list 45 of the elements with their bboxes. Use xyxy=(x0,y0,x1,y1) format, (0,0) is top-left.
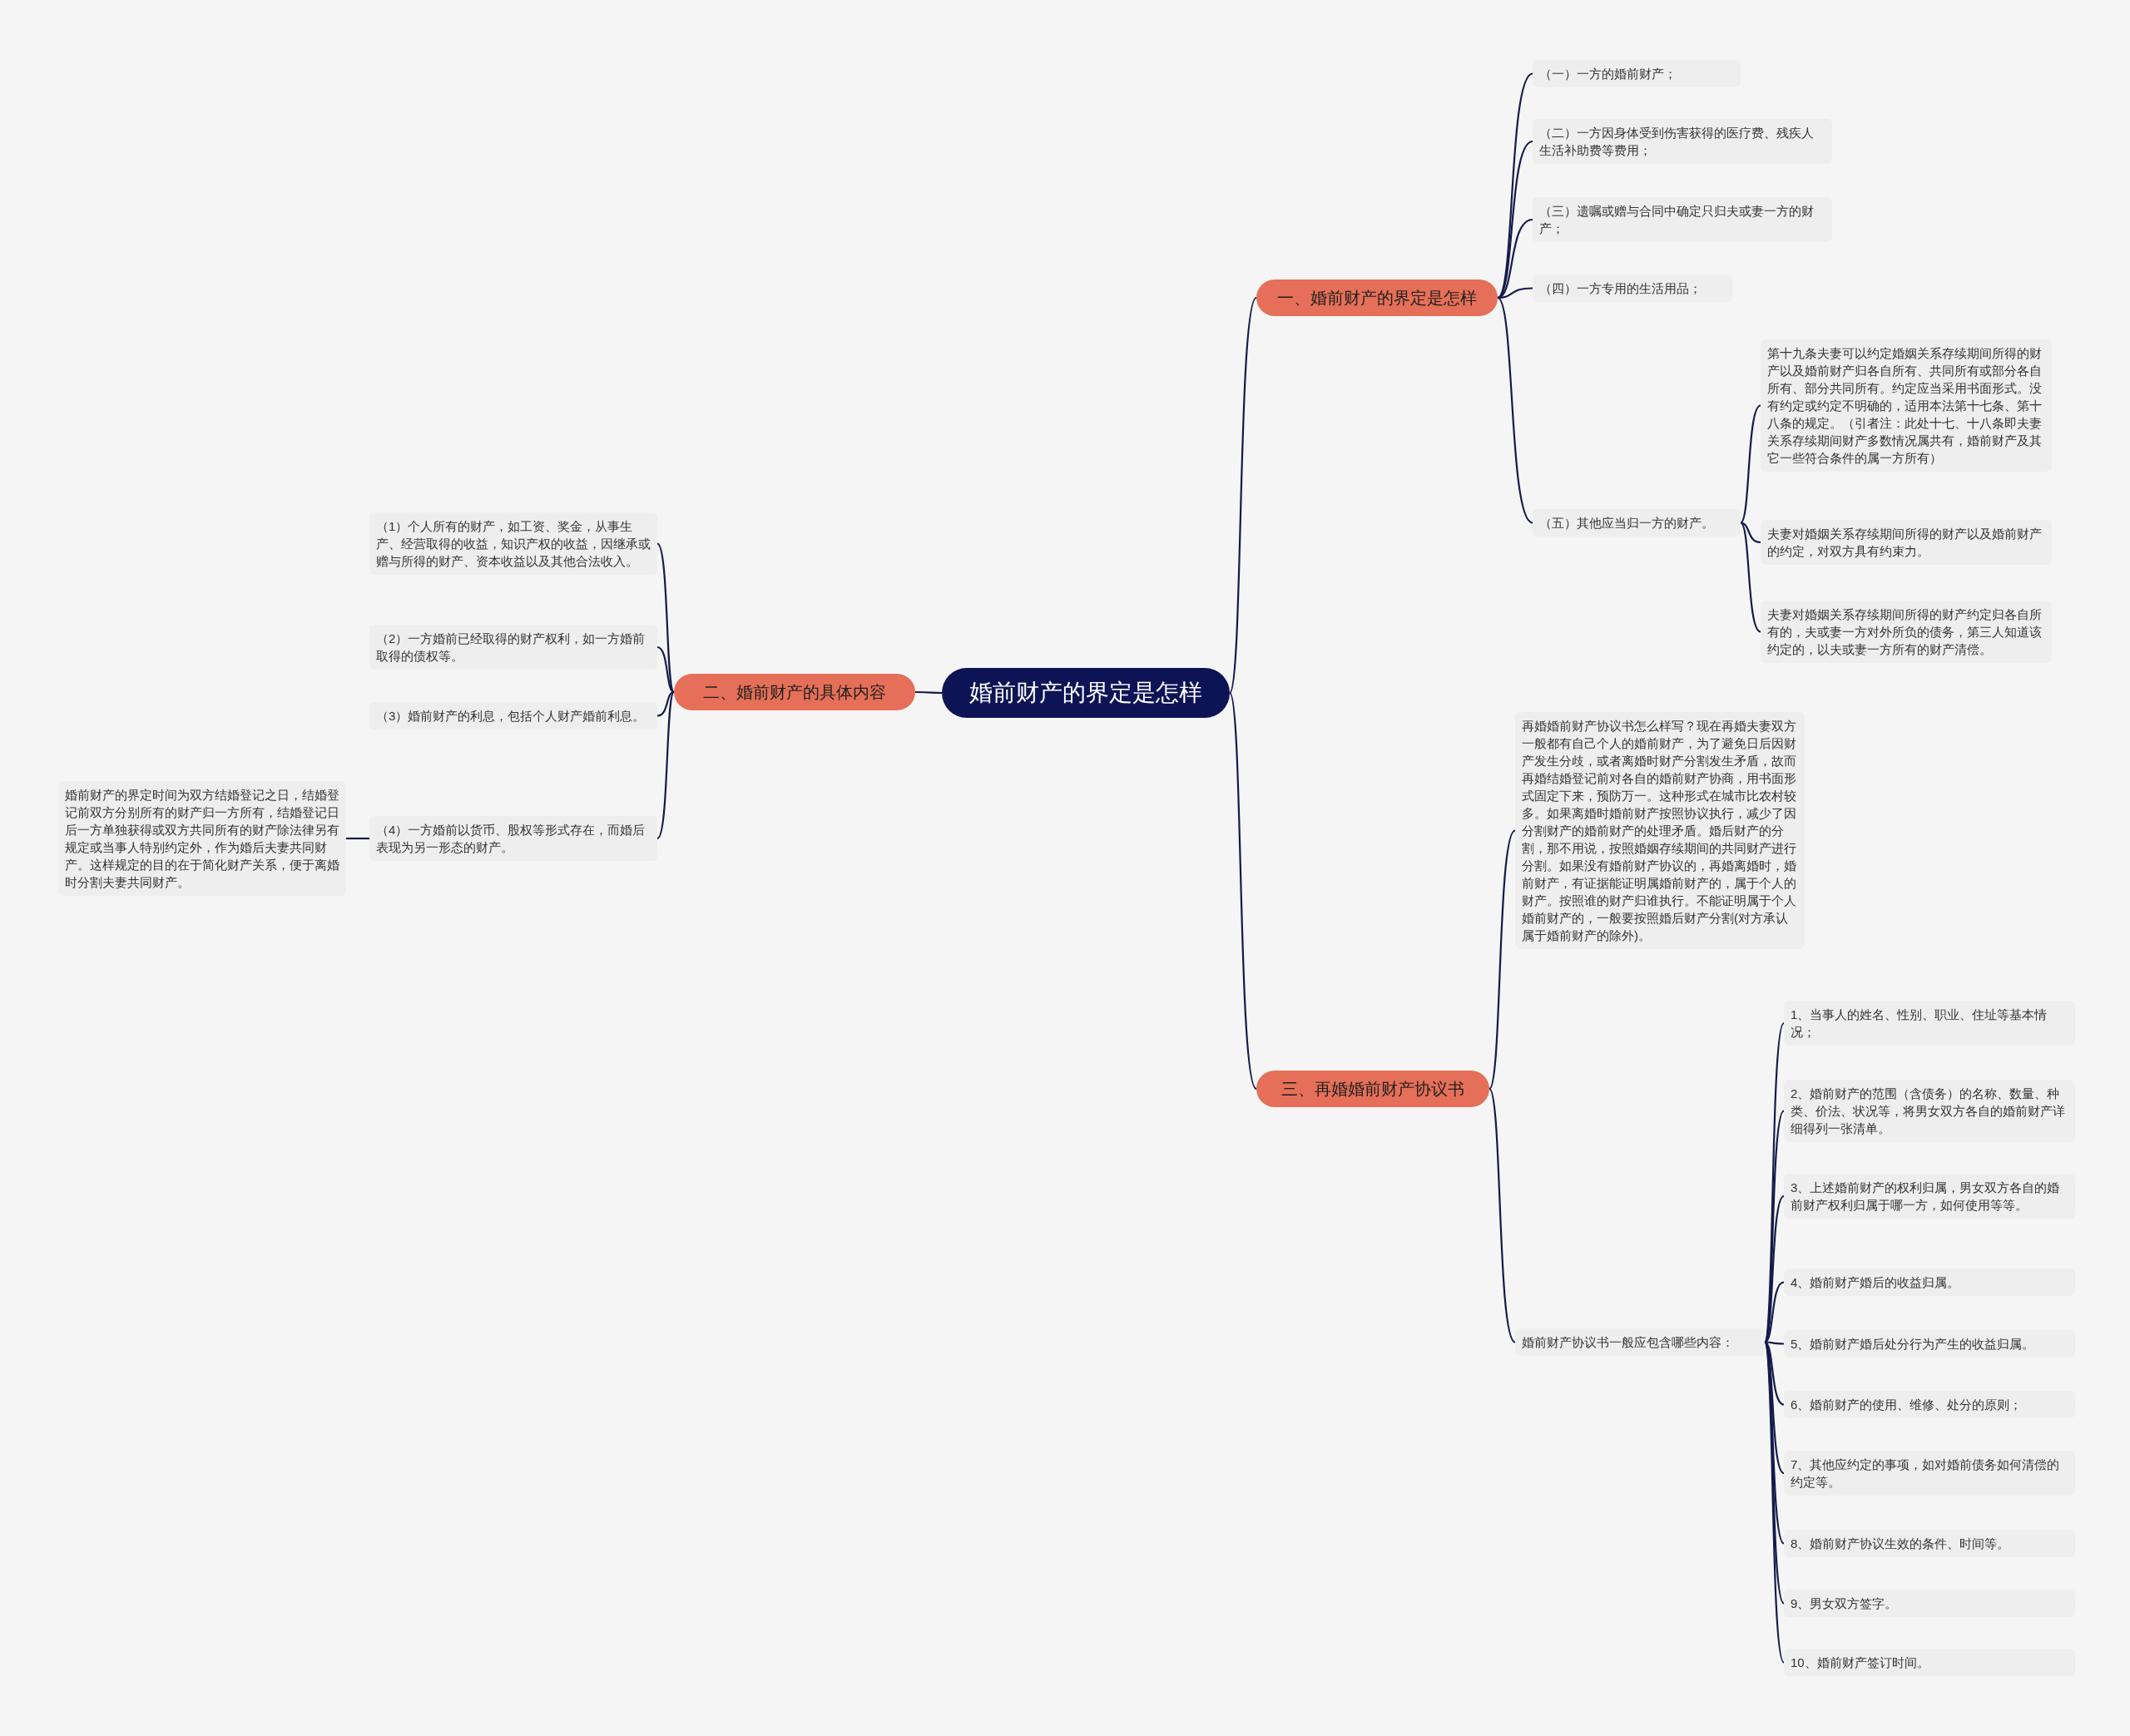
connector-line xyxy=(1764,1341,1784,1345)
subtopic-box: 6、婚前财产的使用、维修、处分的原则； xyxy=(1784,1391,2075,1418)
connector-line xyxy=(1740,522,1761,633)
subtopic-box: （四）一方专用的生活用品； xyxy=(1533,274,1732,302)
connector-line xyxy=(346,837,369,840)
connector-line xyxy=(1497,297,1533,524)
subtopic-box: 夫妻对婚姻关系存续期间所得的财产以及婚前财产的约定，对双方具有约束力。 xyxy=(1761,520,2052,565)
connector-line xyxy=(656,542,675,693)
connector-line xyxy=(656,690,675,717)
central-topic: 婚前财产的界定是怎样 xyxy=(942,668,1230,718)
subtopic-box: （1）个人所有的财产，如工资、奖金，从事生产、经营取得的收益，知识产权的收益，因继承或赠与所得的财产、资本收益以及其他合法收入。 xyxy=(369,512,657,575)
subtopic-box: 2、婚前财产的范围（含债务）的名称、数量、种类、价法、状况等，将男女双方各自的婚前财产详细得列一张清单。 xyxy=(1784,1080,2075,1142)
subtopic-box: （2）一方婚前已经取得的财产权利，如一方婚前取得的债权等。 xyxy=(369,625,657,670)
subtopic-box: 8、婚前财产协议生效的条件、时间等。 xyxy=(1784,1530,2075,1557)
connector-line xyxy=(656,645,675,693)
connector-line xyxy=(1764,1281,1785,1343)
branch-topic: 一、婚前财产的界定是怎样 xyxy=(1256,279,1498,316)
connector-line xyxy=(656,691,675,839)
subtopic-box: （3）婚前财产的利息，包括个人财产婚前利息。 xyxy=(369,702,657,730)
branch-topic: 三、再婚婚前财产协议书 xyxy=(1256,1071,1489,1107)
subtopic-box: 1、当事人的姓名、性别、职业、住址等基本情况； xyxy=(1784,1001,2075,1046)
subtopic-box: 7、其他应约定的事项，如对婚前债务如何清偿的约定等。 xyxy=(1784,1451,2075,1496)
connector-line xyxy=(1497,287,1533,299)
subtopic-box: 3、上述婚前财产的权利归属，男女双方各自的婚前财产权利归属于哪一方，如何使用等等。 xyxy=(1784,1174,2075,1219)
connector-line xyxy=(1489,829,1516,1090)
subtopic-box: 婚前财产的界定时间为双方结婚登记之日，结婚登记前双方分别所有的财产归一方所有，结婚登记日后一方单独获得或双方共同所有的财产除法律另有规定或当事人特别约定外，作为婚后夫妻共同财产。这样规定的目的在于简化财产关系，便于离婚时分割夫妻共同财产。 xyxy=(58,781,346,896)
subtopic-box: （三）遗嘱或赠与合同中确定只归夫或妻一方的财产； xyxy=(1533,197,1832,242)
connector-line xyxy=(1740,522,1761,544)
connector-line xyxy=(915,690,942,695)
subtopic-box: 第十九条夫妻可以约定婚姻关系存续期间所得的财产以及婚前财产归各自所有、共同所有或部分各自所有、部分共同所有。约定应当采用书面形式。没有约定或约定不明确的，适用本法第十七条、第十八条的规定。（引者注：此处十七、十八条即夫妻关系存续期间财产多数情况属共有，婚前财产及其它一些符合条件的属一方所有） xyxy=(1761,339,2052,472)
connector-line xyxy=(1489,1088,1516,1343)
subtopic-box: 再婚婚前财产协议书怎么样写？现在再婚夫妻双方一般都有自己个人的婚前财产，为了避免日后因财产发生分歧，或者离婚时财产分割发生矛盾，故而再婚结婚登记前对各自的婚前财产协商，用书面形式固定下来，预防万一。这种形式在城市比农村较多。如果离婚时婚前财产按照协议执行，减少了因分割财产的婚前财产的处理矛盾。婚后财产的分割，那不用说，按照婚姻存续期间的共同财产进行分割。如果没有婚前财产协议的，再婚离婚时，婚前财产，有证据能证明属婚前财产的，属于个人的财产。按照谁的财产归谁执行。不能证明属于个人婚前财产的，一般要按照婚后财产分割(对方承认属于婚前财产的除外)。 xyxy=(1515,712,1805,949)
subtopic-box: 4、婚前财产婚后的收益归属。 xyxy=(1784,1269,2075,1296)
subtopic-box: （一）一方的婚前财产； xyxy=(1533,60,1741,87)
subtopic-box: 婚前财产协议书一般应包含哪些内容： xyxy=(1515,1328,1765,1356)
branch-topic: 二、婚前财产的具体内容 xyxy=(674,674,915,710)
subtopic-box: 5、婚前财产婚后处分行为产生的收益归属。 xyxy=(1784,1330,2075,1358)
subtopic-box: （五）其他应当归一方的财产。 xyxy=(1533,509,1741,537)
subtopic-box: 10、婚前财产签订时间。 xyxy=(1784,1649,2075,1676)
subtopic-box: 9、男女双方签字。 xyxy=(1784,1590,2075,1617)
subtopic-box: （4）一方婚前以货币、股权等形式存在，而婚后表现为另一形态的财产。 xyxy=(369,816,657,861)
subtopic-box: （二）一方因身体受到伤害获得的医疗费、残疾人生活补助费等费用； xyxy=(1533,119,1832,164)
connector-line xyxy=(1497,72,1533,299)
subtopic-box: 夫妻对婚姻关系存续期间所得的财产约定归各自所有的，夫或妻一方对外所负的债务，第三人知道该约定的，以夫或妻一方所有的财产清偿。 xyxy=(1761,601,2052,663)
connector-line xyxy=(1740,404,1761,524)
